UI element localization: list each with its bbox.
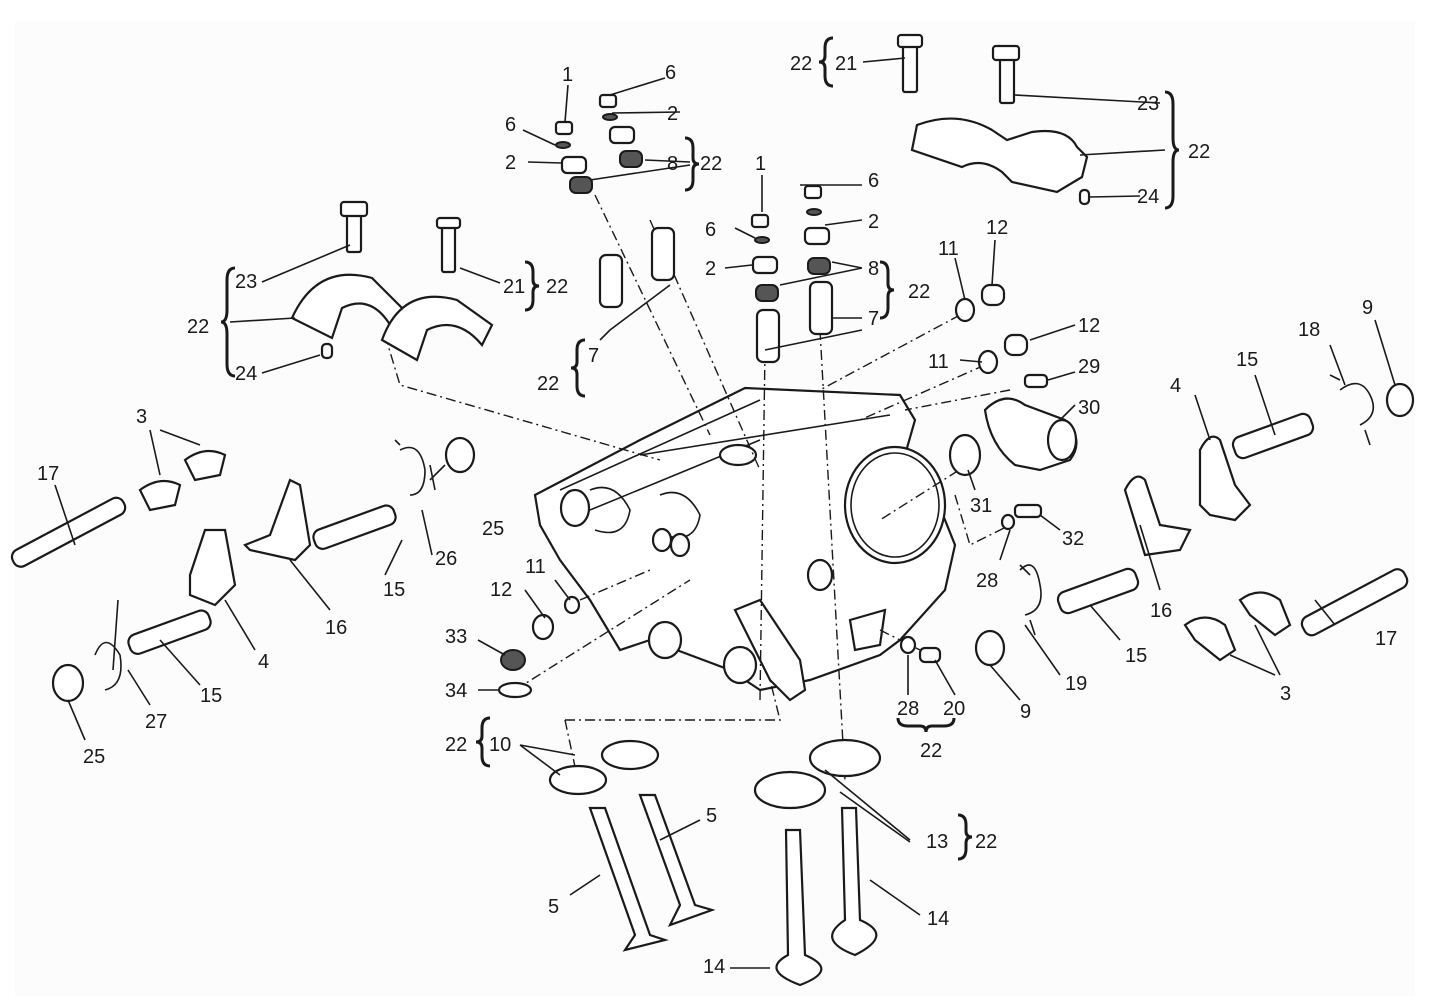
leader-lines [54,57,1396,969]
callout-20: 20 [943,698,965,720]
valve-collets-left-pair [554,93,676,309]
callout-9: 9 [1020,701,1031,723]
callout-5: 5 [706,805,717,827]
callout-7: 7 [868,308,879,330]
callout-21: 21 [503,276,525,298]
callout-2: 2 [868,211,879,233]
callout-25: 25 [83,746,105,768]
callout-26: 26 [435,548,457,570]
callout-9: 9 [1362,297,1373,319]
callout-24: 24 [1137,186,1159,208]
callout-34: 34 [445,680,467,702]
callout-2: 2 [505,152,516,174]
callout-16: 16 [1150,600,1172,622]
callout-13: 13 [926,831,948,853]
callout-25: 25 [482,518,504,540]
callout-3: 3 [136,406,147,428]
callout-11: 11 [525,556,546,578]
callout-23: 23 [1137,93,1159,115]
callout-32: 32 [1062,528,1084,550]
callout-22: 22 [790,53,812,75]
callout-7: 7 [588,345,599,367]
callout-1: 1 [562,64,573,86]
callout-15: 15 [200,685,222,707]
callout-22: 22 [1188,141,1210,163]
callout-22: 22 [700,153,722,175]
callout-23: 23 [235,271,257,293]
callout-11: 11 [938,238,959,260]
callout-16: 16 [325,617,347,639]
callout-18: 18 [1298,319,1320,341]
callout-22: 22 [537,373,559,395]
callout-28: 28 [976,570,998,592]
callout-6: 6 [665,62,676,84]
callout-8: 8 [667,153,678,175]
rocker-assembly-left [10,436,581,703]
callout-12: 12 [1078,315,1100,337]
callout-8: 8 [868,258,879,280]
callout-19: 19 [1065,673,1087,695]
callout-22: 22 [546,276,568,298]
callout-6: 6 [505,114,516,136]
callout-11: 11 [928,351,949,373]
plugs-and-washers-right [899,283,1078,664]
callout-22: 22 [445,734,467,756]
callout-24: 24 [235,363,257,385]
callout-22: 22 [908,281,930,303]
callout-29: 29 [1078,356,1100,378]
callout-33: 33 [445,626,467,648]
callout-6: 6 [705,219,716,241]
callout-6: 6 [868,170,879,192]
callout-15: 15 [383,579,405,601]
callout-4: 4 [1170,375,1181,397]
callout-17: 17 [1375,628,1397,650]
callout-30: 30 [1078,397,1100,419]
callout-2: 2 [667,103,678,125]
callout-4: 4 [258,651,269,673]
callout-3: 3 [1280,683,1291,705]
callout-2: 2 [705,258,716,280]
cylinder-head [533,386,957,702]
callout-15: 15 [1236,349,1258,371]
callout-22: 22 [187,316,209,338]
callout-1: 1 [755,153,766,175]
callout-17: 17 [37,463,59,485]
callout-5: 5 [548,896,559,918]
callout-22: 22 [975,831,997,853]
callout-14: 14 [927,908,949,930]
callout-14: 14 [703,956,725,978]
group-braces [220,36,1180,861]
callout-31: 31 [970,495,992,517]
valves [548,738,882,987]
callout-22: 22 [920,740,942,762]
callout-12: 12 [490,579,512,601]
camshaft-caps-right [896,33,1091,206]
callout-27: 27 [145,711,167,733]
callout-labels: 1 6 6 2 2 8 22 1 6 6 2 2 8 22 7 7 22 22 … [37,53,1397,978]
callout-15: 15 [1125,645,1147,667]
callout-21: 21 [835,53,857,75]
camshaft-caps-left [290,200,494,362]
callout-10: 10 [489,734,511,756]
rocker-assembly-right [974,374,1415,667]
callout-12: 12 [986,217,1008,239]
callout-28: 28 [897,698,919,720]
